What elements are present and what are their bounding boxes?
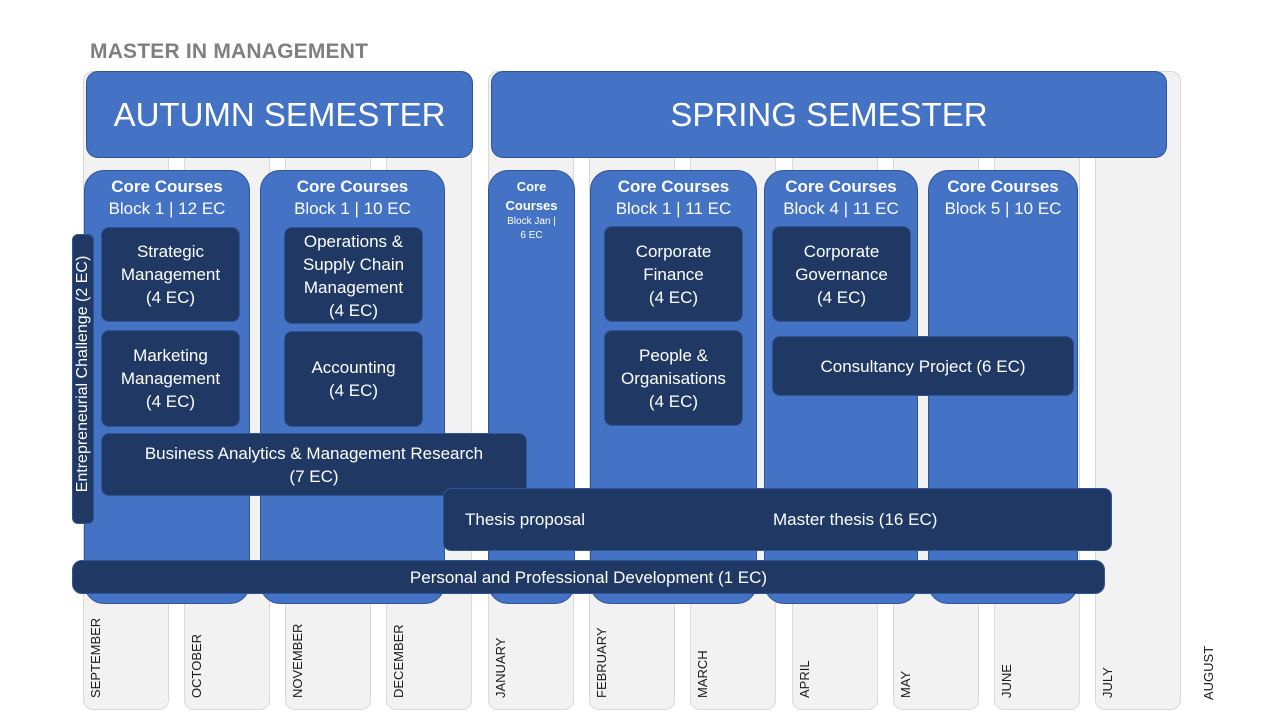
month-label-january: JANUARY xyxy=(493,637,508,698)
course-line: Corporate xyxy=(803,241,880,261)
month-label-november: NOVEMBER xyxy=(290,623,305,698)
block-title: Core Courses xyxy=(617,177,730,196)
month-label-august: AUGUST xyxy=(1201,645,1216,700)
page-title: MASTER IN MANAGEMENT xyxy=(90,40,369,63)
month-label-march: MARCH xyxy=(695,650,710,698)
month-label-may: MAY xyxy=(898,670,913,698)
month-label-july: JULY xyxy=(1100,667,1115,698)
thesis-proposal-label: Thesis proposal xyxy=(465,510,586,529)
course-line: Management xyxy=(120,265,221,284)
course-line: Corporate xyxy=(635,241,712,261)
course-corporate-finance: Corporate Finance (4 EC) xyxy=(604,226,743,322)
block-title-line2: Courses xyxy=(505,198,558,213)
autumn-semester-header: AUTUMN SEMESTER xyxy=(86,71,473,158)
course-line: Governance xyxy=(795,264,888,284)
master-thesis-label: Master thesis (16 EC) xyxy=(773,510,938,529)
spring-semester-header: SPRING SEMESTER xyxy=(491,71,1167,158)
block-subtitle: Block 5 | 10 EC xyxy=(944,199,1062,218)
course-line: Operations & xyxy=(303,231,404,251)
month-label-september: SEPTEMBER xyxy=(88,617,103,698)
course-line: Strategic xyxy=(136,242,205,261)
course-ec: (4 EC) xyxy=(648,391,699,411)
block-title-line1: Core xyxy=(516,179,547,194)
entrepreneurial-challenge-label: Entrepreneurial Challenge (2 EC) xyxy=(74,255,91,493)
course-ec: (4 EC) xyxy=(145,288,196,307)
course-accounting: Accounting (4 EC) xyxy=(284,331,423,427)
course-line: Marketing xyxy=(133,346,208,365)
course-line: Finance xyxy=(643,264,704,284)
course-ec: (4 EC) xyxy=(145,392,196,411)
block-title: Core Courses xyxy=(947,177,1059,196)
block-subtitle: Block 1 | 11 EC xyxy=(615,199,732,218)
block-subtitle: Block 4 | 11 EC xyxy=(783,199,899,218)
block-title: Core Courses xyxy=(785,177,897,196)
course-marketing-management: Marketing Management (4 EC) xyxy=(101,330,240,427)
block-title: Core Courses xyxy=(111,177,223,196)
course-ec: (7 EC) xyxy=(289,466,339,486)
block-title: Core Courses xyxy=(296,177,409,196)
month-label-december: DECEMBER xyxy=(391,624,406,698)
course-line: Accounting xyxy=(311,358,396,377)
course-personal-professional-development: Personal and Professional Development (1… xyxy=(72,560,1105,594)
block-subtitle-line1: Block Jan | xyxy=(507,216,556,227)
course-ec: (4 EC) xyxy=(328,381,379,400)
block-subtitle: Block 1 | 10 EC xyxy=(294,199,411,218)
month-label-june: JUNE xyxy=(999,664,1014,698)
block-subtitle-line2: 6 EC xyxy=(520,230,543,241)
course-entrepreneurial-challenge: Entrepreneurial Challenge (2 EC) xyxy=(72,234,94,524)
course-line: Management xyxy=(303,277,404,297)
course-line: People & xyxy=(638,345,708,365)
course-ec: (4 EC) xyxy=(648,287,699,307)
block-subtitle: Block 1 | 12 EC xyxy=(108,199,226,218)
month-label-february: FEBRUARY xyxy=(594,627,609,698)
course-corporate-governance: Corporate Governance (4 EC) xyxy=(772,226,911,322)
course-line: Management xyxy=(120,369,221,388)
course-thesis: Thesis proposal Master thesis (16 EC) xyxy=(443,488,1112,551)
course-people-organisations: People & Organisations (4 EC) xyxy=(604,330,743,426)
course-strategic-management: Strategic Management (4 EC) xyxy=(101,227,240,322)
course-operations-supply-chain: Operations & Supply Chain Management (4 … xyxy=(284,227,423,324)
course-line: Business Analytics & Management Research xyxy=(144,443,484,463)
course-consultancy-project: Consultancy Project (6 EC) xyxy=(772,336,1074,396)
course-business-analytics: Business Analytics & Management Research… xyxy=(101,433,527,496)
course-line: Supply Chain xyxy=(302,254,405,274)
month-label-april: APRIL xyxy=(797,660,812,698)
course-line: Organisations xyxy=(621,368,726,388)
month-column-july xyxy=(1095,71,1181,710)
course-ec: (4 EC) xyxy=(328,300,379,320)
course-ec: (4 EC) xyxy=(816,287,867,307)
month-label-october: OCTOBER xyxy=(189,633,204,698)
